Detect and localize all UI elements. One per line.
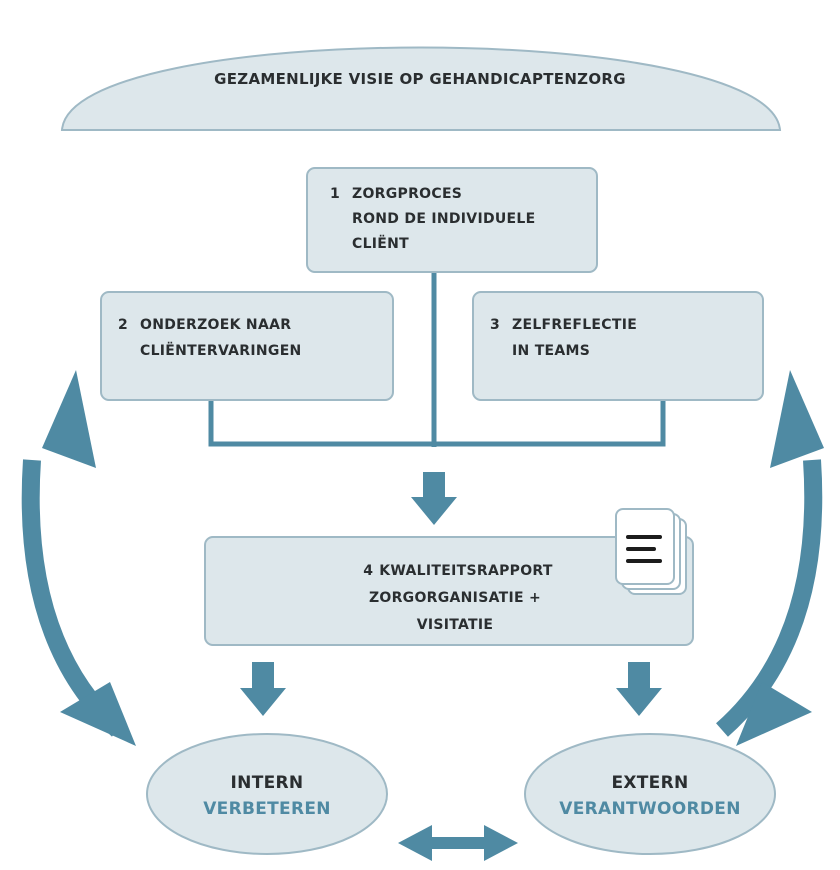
- oval-intern-label: INTERN VERBETEREN: [147, 770, 387, 822]
- oval-extern: [524, 733, 776, 855]
- oval-intern: [146, 733, 388, 855]
- box-zorgproces-label: 1 ZORGPROCES ROND DE INDIVIDUELE CLIËNT: [330, 182, 536, 257]
- oval-extern-label: EXTERN VERANTWOORDEN: [525, 770, 775, 822]
- arrow-down-center: [411, 472, 457, 525]
- document-stack-icon: [615, 508, 687, 595]
- box-zorgproces-number: 1: [330, 186, 341, 202]
- box-onderzoek: [100, 291, 394, 401]
- box-kwaliteitsrapport-number: 4: [363, 563, 374, 579]
- box-onderzoek-line-2: CLIËNTERVARINGEN: [140, 343, 302, 359]
- curved-double-arrow-left: [21, 370, 136, 746]
- box-zorgproces: [306, 167, 598, 273]
- connector-lines: [208, 272, 666, 447]
- box-zelfreflectie-line-1-text: ZELFREFLECTIE: [512, 317, 638, 333]
- curved-double-arrow-right: [716, 370, 824, 746]
- box-onderzoek-label: 2 ONDERZOEK NAAR CLIËNTERVARINGEN: [118, 312, 302, 364]
- box-kwaliteitsrapport-line-1-text: KWALITEITSRAPPORT: [379, 563, 553, 579]
- box-zorgproces-line-1-text: ZORGPROCES: [352, 186, 463, 202]
- box-zelfreflectie-line-1: 3 ZELFREFLECTIE: [490, 312, 637, 338]
- box-zelfreflectie: [472, 291, 764, 401]
- arrow-down-left: [240, 662, 286, 716]
- oval-extern-bottom: VERANTWOORDEN: [559, 799, 741, 819]
- arrow-down-right: [616, 662, 662, 716]
- horizontal-double-arrow: [398, 825, 518, 861]
- box-kwaliteitsrapport-label: 4 KWALITEITSRAPPORT ZORGORGANISATIE + VIS…: [305, 558, 605, 639]
- box-zelfreflectie-label: 3 ZELFREFLECTIE IN TEAMS: [490, 312, 637, 364]
- vision-dome: [60, 46, 782, 131]
- box-kwaliteitsrapport-line-3: VISITATIE: [416, 617, 494, 633]
- box-zorgproces-line-2: ROND DE INDIVIDUELE: [352, 211, 536, 227]
- title-label: GEZAMENLIJKE VISIE OP GEHANDICAPTENZORG: [0, 70, 840, 88]
- box-onderzoek-number: 2: [118, 317, 129, 333]
- box-kwaliteitsrapport-line-1: 4 KWALITEITSRAPPORT: [305, 558, 605, 585]
- box-onderzoek-line-1: 2 ONDERZOEK NAAR: [118, 312, 302, 338]
- oval-intern-bottom: VERBETEREN: [203, 799, 331, 819]
- box-onderzoek-line-1-text: ONDERZOEK NAAR: [140, 317, 292, 333]
- oval-intern-top: INTERN: [230, 773, 304, 793]
- box-zorgproces-line-1: 1 ZORGPROCES: [330, 182, 536, 207]
- connector-bracket: [208, 400, 666, 447]
- box-zelfreflectie-number: 3: [490, 317, 501, 333]
- oval-extern-top: EXTERN: [611, 773, 689, 793]
- box-kwaliteitsrapport: [204, 536, 694, 646]
- title-text: GEZAMENLIJKE VISIE OP GEHANDICAPTENZORG: [214, 70, 626, 88]
- box-zorgproces-line-3: CLIËNT: [352, 236, 410, 252]
- box-zelfreflectie-line-2: IN TEAMS: [512, 343, 591, 359]
- box-kwaliteitsrapport-line-2: ZORGORGANISATIE +: [368, 590, 542, 606]
